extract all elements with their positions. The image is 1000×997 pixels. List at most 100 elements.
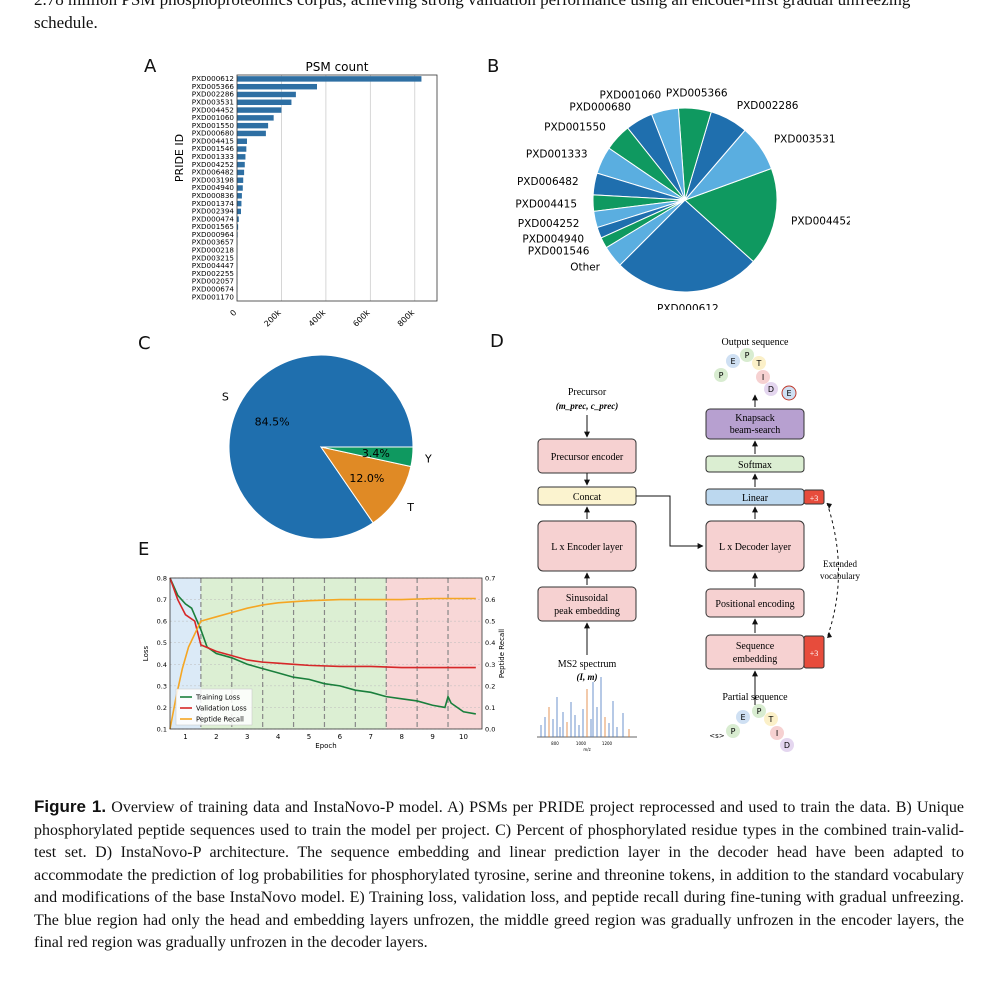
chart-e-xtick-label: 4 (276, 733, 281, 741)
chart-e-xtick-label: 5 (307, 733, 311, 741)
chart-a-category-label: PXD002394 (192, 207, 235, 216)
encoder-layer-label: L x Encoder layer (551, 542, 623, 553)
chart-e-series-line (169, 577, 476, 715)
chart-e-xtick-label: 3 (245, 733, 249, 741)
chart-a-category-label: PXD004252 (192, 160, 234, 169)
chart-e-region (386, 578, 482, 729)
figure-caption-label: Figure 1. (34, 797, 107, 816)
chart-b-slice-label: PXD005366 (666, 88, 728, 100)
chart-a-category-label: PXD003215 (192, 253, 234, 262)
chart-a-category-label: PXD002057 (192, 277, 234, 286)
chart-a-xtick-label: 600k (351, 308, 372, 329)
input-token (780, 738, 794, 752)
chart-e-ytick-label: 0.5 (157, 639, 167, 647)
chart-c-value-label: 12.0% (349, 472, 384, 485)
chart-e-frame (169, 577, 483, 730)
chart-a-bar (237, 107, 282, 113)
chart-e-series-line (169, 577, 476, 669)
output-token-label: I (762, 373, 764, 382)
chart-c-slice-label: S (222, 391, 229, 404)
chart-e-ytick-label: 0.8 (157, 575, 167, 583)
chart-b-slice-label: Other (570, 262, 600, 274)
chart-a-bar (237, 216, 239, 222)
output-token (726, 354, 740, 368)
chart-a-category-label: PXD000218 (192, 246, 235, 255)
chart-a-bar (237, 76, 422, 82)
chart-a-category-label: PXD001060 (192, 113, 235, 122)
chart-b-slice-label: PXD001333 (526, 148, 588, 160)
chart-a-bar (237, 193, 242, 199)
chart-e-y2tick-label: 0.1 (485, 704, 495, 712)
chart-c-slice (228, 354, 414, 540)
ms2-formula: (I, m) (577, 672, 598, 682)
positional-encoding-label: Positional encoding (715, 599, 794, 610)
output-token-label: E (786, 389, 791, 398)
instanovo-p-architecture-diagram: Precursor (m_prec, c_prec) Precursor enc… (537, 337, 860, 752)
chart-a-bar (237, 99, 292, 106)
chart-e-xtick-label: 2 (214, 733, 218, 741)
unique-peptides-pie-chart: PXD000612PXD004452PXD003531PXD002286PXD0… (515, 88, 850, 310)
chart-a-xtick-label: 400k (307, 308, 328, 329)
chart-a-xtick-label: 0 (228, 308, 238, 318)
chart-e-xtick-label: 9 (430, 733, 434, 741)
chart-c-value-label: 84.5% (255, 415, 290, 428)
chart-a-category-label: PXD001170 (192, 292, 235, 301)
output-token (714, 368, 728, 382)
decoder-layer-label: L x Decoder layer (719, 542, 792, 553)
chart-b-slice-label: PXD003531 (774, 134, 836, 146)
chart-a-bar (237, 154, 246, 160)
chart-a-category-label: PXD001374 (192, 199, 235, 208)
extended-label: Extended (823, 559, 857, 569)
chart-a-bar (237, 185, 243, 191)
chart-b-slice-label: PXD001550 (544, 122, 606, 134)
partial-sequence-label: Partial sequence (722, 692, 788, 703)
input-token-label: I (776, 729, 778, 738)
positional-encoding-box (705, 588, 805, 618)
chart-c-slice (320, 446, 414, 468)
chart-e-y2tick-label: 0.2 (485, 682, 495, 690)
input-token-label: P (731, 727, 736, 736)
chart-a-category-label: PXD001565 (192, 222, 234, 231)
chart-a-category-label: PXD005366 (192, 82, 235, 91)
linear-plus3-label: +3 (810, 494, 819, 503)
chart-a-title: PSM count (306, 60, 369, 74)
precursor-encoder-label: Precursor encoder (551, 452, 624, 463)
start-token: <s> (709, 732, 725, 740)
chart-a-category-label: PXD001333 (192, 152, 234, 161)
chart-c-slice-label: T (406, 501, 414, 514)
chart-e-legend-label: Validation Loss (196, 705, 247, 713)
chart-e-ytick-label: 0.4 (157, 661, 167, 669)
chart-a-bar (237, 177, 244, 183)
input-token-label: T (768, 715, 774, 724)
peak-embedding-label: peak embedding (554, 606, 620, 617)
chart-e-y2tick-label: 0.3 (485, 661, 495, 669)
embedding-plus3-box (803, 635, 825, 669)
chart-e-ytick-label: 0.6 (157, 618, 167, 626)
beam-search-label: beam-search (730, 425, 781, 436)
chart-a-bar (237, 169, 245, 176)
encoder-layer-box (537, 520, 637, 572)
chart-a-category-label: PXD004940 (192, 183, 235, 192)
panel-label-c: C (138, 333, 151, 354)
extended-vocab-arrow (826, 502, 839, 639)
input-token-label: P (757, 707, 762, 716)
chart-a-category-label: PXD000674 (192, 284, 235, 293)
input-token (770, 726, 784, 740)
softmax-label: Softmax (738, 460, 772, 471)
input-token (764, 712, 778, 726)
chart-e-y2label: Peptide Recall (498, 629, 506, 678)
output-token-label: T (756, 359, 762, 368)
chart-a-category-label: PXD004452 (192, 105, 234, 114)
chart-a-category-label: PXD000680 (192, 129, 235, 138)
chart-a-bar (237, 122, 269, 129)
panel-label-d: D (490, 331, 504, 352)
output-token-label: P (719, 371, 724, 380)
chart-a-frame (236, 74, 438, 302)
chart-a-bar (237, 208, 241, 215)
chart-a-bar (237, 224, 239, 230)
panel-label-e: E (138, 539, 150, 560)
output-token-label: E (730, 357, 735, 366)
